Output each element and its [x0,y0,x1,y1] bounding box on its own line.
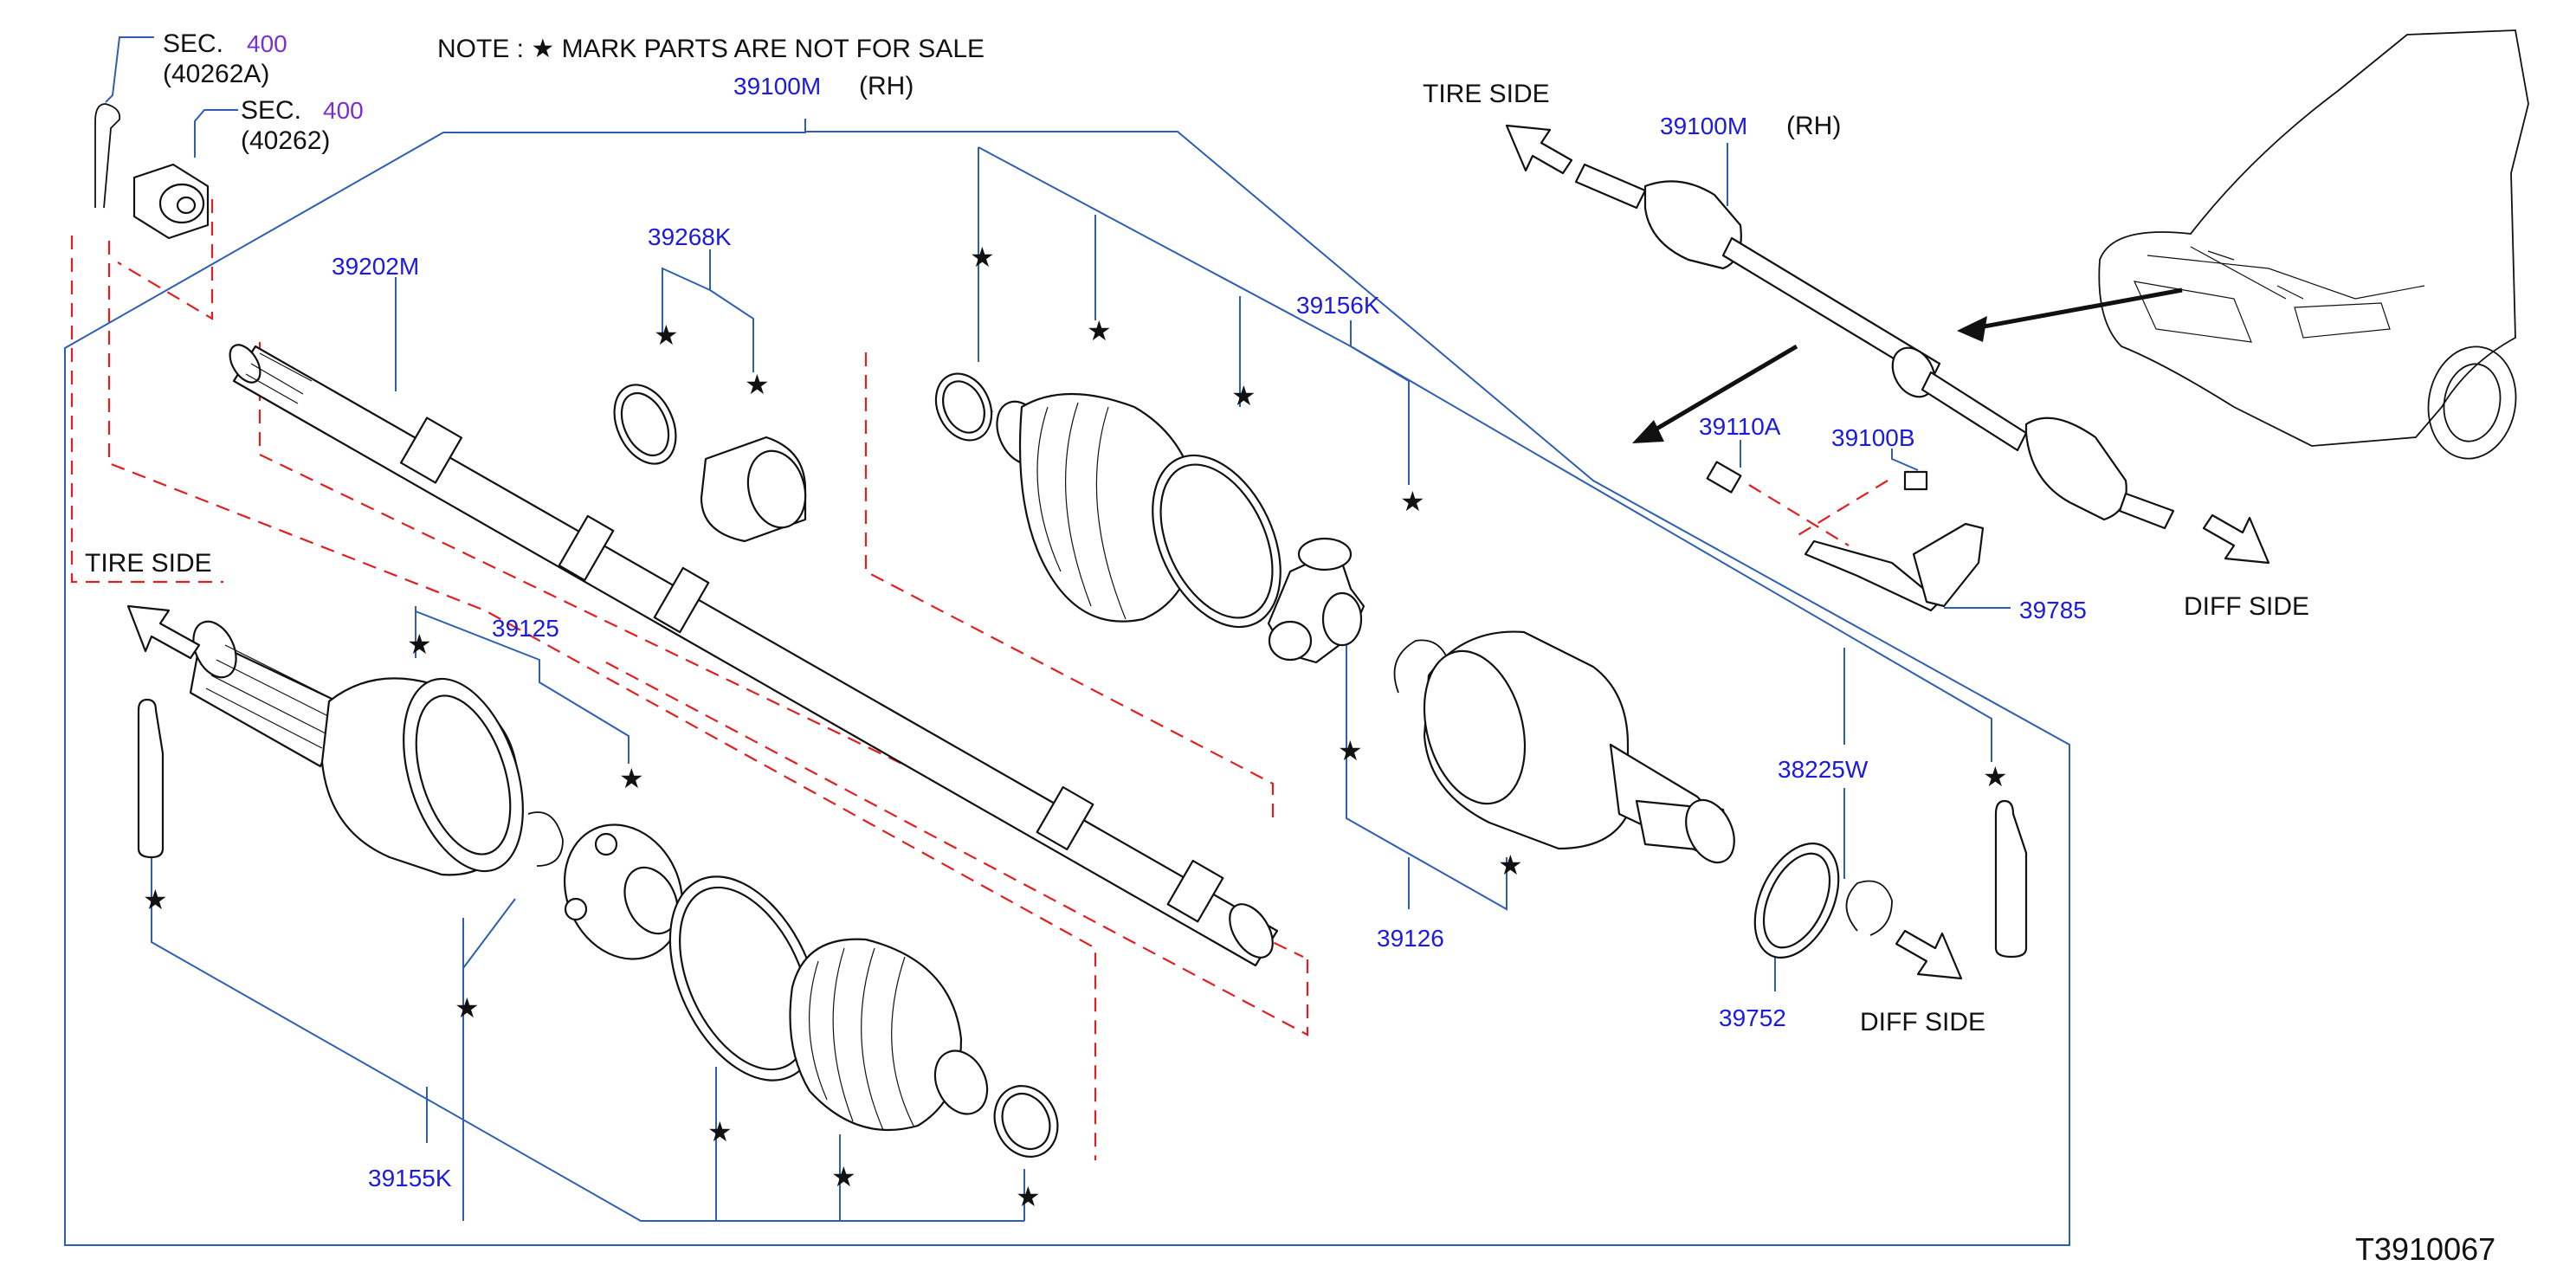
assembly-overview-drawing [1574,29,2529,612]
part-39100M-top-label: 39100M [1660,113,1747,139]
reference-code: T3910067 [2355,1231,2495,1267]
section-label-1: SEC. [163,29,223,58]
star-marks: ★ ★ ★ ★ ★ ★ ★ ★ ★ ★ ★ ★ ★ ★ ★ ★ [143,242,2008,1212]
note-text: NOTE : ★ MARK PARTS ARE NOT FOR SALE [437,35,985,63]
section-number-2: 400 [323,97,364,124]
star-mark: ★ [619,763,644,794]
star-mark: ★ [1983,761,2008,792]
section-label-2: SEC. [241,96,301,125]
star-mark: ★ [1016,1181,1041,1212]
star-mark: ★ [455,992,480,1023]
car-outline [2098,29,2529,460]
star-mark: ★ [707,1116,733,1147]
star-mark: ★ [407,629,432,660]
part-39100M-top-side: (RH) [1786,112,1841,140]
part-39100M-label: 39100M [733,73,821,100]
part-39100B-label: 39100B [1831,424,1915,451]
part-39752-label: 39752 [1719,1004,1786,1031]
part-39125-label: 39125 [492,615,559,642]
star-mark: ★ [1498,849,1523,881]
part-39156K-label: 39156K [1296,292,1380,319]
direction-arrows [126,124,2270,980]
part-38225W-label: 38225W [1778,756,1869,783]
star-mark: ★ [143,884,168,915]
shaft-39202M-drawing [229,344,1279,967]
star-mark: ★ [654,320,679,351]
star-mark: ★ [1338,735,1363,766]
part-39155K-label: 39155K [368,1165,452,1191]
tire-side-left: TIRE SIDE [85,549,212,578]
star-mark: ★ [1087,315,1112,346]
star-mark: ★ [1231,380,1256,411]
labels: NOTE : ★ MARK PARTS ARE NOT FOR SALE SEC… [85,29,2495,1267]
diff-side-bottom: DIFF SIDE [1860,1008,1985,1036]
part-39100M-side: (RH) [859,72,914,100]
part-39785-label: 39785 [2019,597,2087,623]
part-39126-label: 39126 [1377,925,1444,952]
outer-joint-drawing [137,620,1059,1158]
section-number-1: 400 [247,30,287,57]
section-code-2: (40262) [241,126,330,155]
star-mark: ★ [745,369,770,400]
star-mark: ★ [831,1161,856,1192]
part-39202M-label: 39202M [332,253,419,280]
alignment-dashed-lines [70,199,1888,1160]
part-39268K-label: 39268K [648,223,732,250]
star-mark: ★ [1400,486,1425,517]
inner-joint-drawing [934,372,2028,959]
section-code-1: (40262A) [163,60,269,88]
tire-side-top: TIRE SIDE [1423,80,1550,108]
callout-lines [64,36,2070,1246]
diff-side-right: DIFF SIDE [2184,592,2309,621]
cotter-pin-and-nut-drawing [94,103,210,240]
star-mark: ★ [970,242,995,273]
part-39110A-label: 39110A [1699,413,1781,440]
clamps-39268K-drawing [613,384,807,543]
